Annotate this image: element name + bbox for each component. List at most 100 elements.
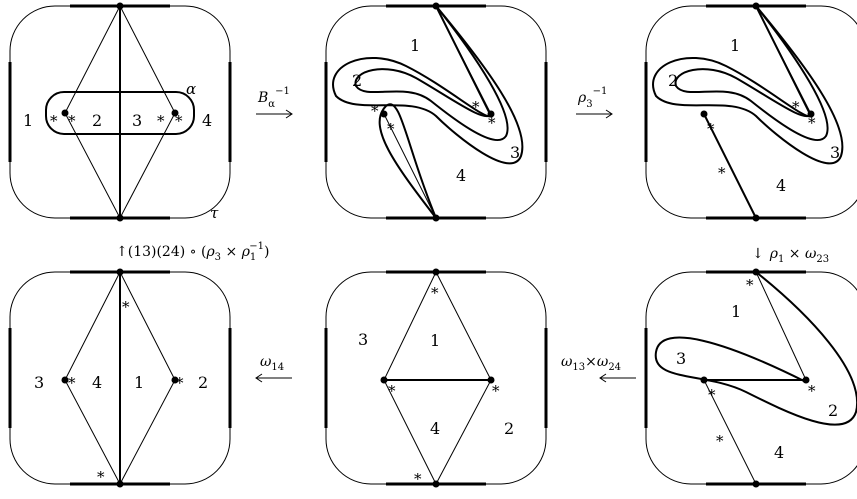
panel-6-label-4: 4	[92, 373, 102, 392]
panel-1-asterisk-3: *	[157, 112, 165, 130]
arrow-6: ↑(13)(24) ∘ (ρ3 × ρ1−1)	[116, 241, 270, 263]
panel-4-label-2: 2	[828, 401, 838, 420]
panel-5-point-right	[487, 376, 495, 384]
arrow-4-label: ω13×ω24	[561, 354, 621, 373]
panel-2-arc-top	[435, 5, 492, 115]
panel-4-point-right	[802, 376, 810, 384]
panel-5-point-top	[432, 268, 440, 276]
panel-2-label-2: 2	[352, 71, 362, 90]
arrow-4-head	[599, 373, 607, 383]
panel-3-point-left	[700, 110, 708, 118]
panel-3-label-1: 1	[730, 36, 740, 55]
panel-1-asterisk-1: *	[50, 112, 58, 130]
panel-6-label-1: 1	[134, 373, 144, 392]
panel-4-asterisk-3: *	[708, 386, 716, 404]
panel-6-label-2: 2	[198, 373, 208, 392]
panel-1-diamond-right	[119, 5, 176, 219]
panel-3-arc-bottom	[703, 113, 757, 219]
arrow-3: ↓ρ1 × ω23	[752, 246, 829, 265]
arrow-5-label: ω14	[260, 354, 284, 373]
panel-2-label-3: 3	[510, 143, 520, 162]
arrow-2: ρ3−1	[576, 86, 613, 119]
panel-2-asterisk-4: *	[488, 114, 496, 132]
panel-4-asterisk-2: *	[808, 382, 816, 400]
panel-6-asterisk-2: *	[68, 374, 76, 392]
panel-4-frame	[645, 271, 857, 485]
panel-4-point-left	[700, 376, 708, 384]
panel-6-point-left	[61, 376, 69, 384]
panel-5-asterisk-3: *	[492, 382, 500, 400]
panel-4-label-3: 3	[676, 349, 686, 368]
panel-5-asterisk-4: *	[414, 470, 422, 488]
panel-2-label-4: 4	[456, 166, 466, 185]
panel-1-asterisk-4: *	[175, 112, 183, 130]
panel-1-tau-label: τ	[210, 204, 219, 222]
panel-5: 3 1 4 2 * * * *	[324, 268, 548, 488]
panel-6-asterisk-4: *	[97, 468, 105, 486]
panel-1-point-right	[171, 109, 179, 117]
panel-2-bottom-loop	[378, 103, 437, 219]
panel-4-point-top	[752, 268, 760, 276]
arrow-6-label: ↑(13)(24) ∘ (ρ3 × ρ1−1)	[116, 241, 270, 263]
panel-6-asterisk-1: *	[122, 298, 130, 316]
panel-6-label-3: 3	[34, 373, 44, 392]
panel-5-asterisk-1: *	[431, 284, 439, 302]
panel-3-label-4: 4	[776, 176, 786, 195]
panel-4-arc-bottom	[703, 379, 757, 485]
panel-2-outer-loop	[332, 5, 524, 165]
panel-4-asterisk-1: *	[746, 276, 754, 294]
panel-3-asterisk-3: *	[792, 98, 800, 116]
panel-4-arc-top	[755, 271, 807, 381]
panel-6-point-bottom	[116, 480, 124, 488]
panel-2-label-1: 1	[410, 36, 420, 55]
panel-3-point-right	[807, 110, 815, 118]
panel-4: 1 2 3 4 * * * *	[644, 268, 857, 488]
arrow-1-label: Bα−1	[257, 86, 290, 110]
arrow-4: ω13×ω24	[561, 354, 636, 383]
panel-1-point-left	[61, 109, 69, 117]
panel-5-asterisk-2: *	[388, 382, 396, 400]
panel-2-point-right	[487, 110, 495, 118]
arrow-1-head	[285, 109, 293, 119]
panel-1-alpha-curve	[45, 91, 195, 135]
panel-2-point-top	[432, 2, 440, 10]
panel-1-label-2: 2	[92, 111, 102, 130]
panel-6-asterisk-3: *	[176, 374, 184, 392]
panel-2-inner-loop	[354, 5, 509, 142]
panel-2-point-left	[380, 110, 388, 118]
panel-5-label-3: 3	[358, 330, 368, 349]
panel-1: 1 2 3 4 * * * * α τ	[8, 2, 232, 222]
panel-3-label-2: 2	[668, 71, 678, 90]
panel-1-label-3: 3	[132, 111, 142, 130]
panel-1-point-bottom	[116, 214, 124, 222]
panel-1-asterisk-2: *	[68, 112, 76, 130]
panel-3-asterisk-4: *	[808, 114, 816, 132]
panel-2-point-bottom	[432, 214, 440, 222]
panel-5-label-4: 4	[430, 419, 440, 438]
panel-3-point-top	[752, 2, 760, 10]
panel-5-diamond-right	[435, 271, 492, 485]
panel-5-label-1: 1	[430, 331, 440, 350]
panel-2-asterisk-2: *	[387, 120, 395, 138]
panel-4-point-bottom	[752, 480, 760, 488]
panel-6-point-top	[116, 268, 124, 276]
panel-2: 1 2 3 4 * * * *	[324, 2, 548, 222]
panel-3-arc-top	[755, 5, 812, 115]
panel-6: 3 4 1 2 * * * *	[8, 268, 232, 488]
panel-1-point-top	[116, 2, 124, 10]
panel-3-point-bottom	[752, 214, 760, 222]
panel-6-point-right	[171, 376, 179, 384]
panel-4-loop	[654, 271, 857, 426]
panel-1-label-1: 1	[23, 111, 33, 130]
panel-5-diamond-left	[383, 271, 437, 485]
panel-3-asterisk-2: *	[718, 164, 726, 182]
panel-3-inner-loop	[674, 5, 829, 142]
arrow-1: Bα−1	[256, 86, 293, 119]
panel-2-asterisk-1: *	[371, 102, 379, 120]
panel-1-alpha-label: α	[186, 80, 196, 98]
panel-3-asterisk-1: *	[707, 120, 715, 138]
panel-3-outer-loop	[652, 5, 844, 165]
arrow-3-label: ↓ρ1 × ω23	[752, 246, 829, 265]
